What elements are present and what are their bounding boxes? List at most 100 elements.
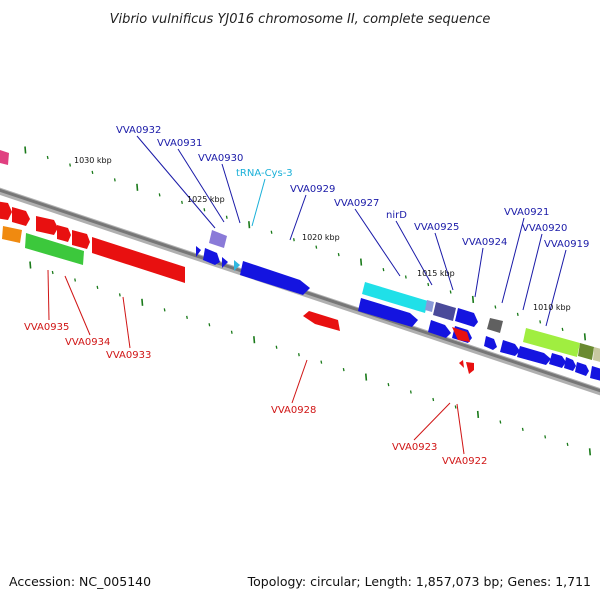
scale-tick: [539, 320, 542, 324]
scale-tick: [141, 298, 144, 306]
gene-label[interactable]: VVA0927: [334, 198, 379, 209]
gene-feature[interactable]: [0, 201, 12, 220]
gene-feature[interactable]: [12, 207, 30, 226]
scale-tick: [46, 155, 49, 160]
gene-feature[interactable]: [57, 225, 71, 242]
summary-text: Topology: circular; Length: 1,857,073 bp…: [247, 574, 591, 589]
gene-feature[interactable]: [425, 300, 434, 312]
gene-feature[interactable]: [593, 347, 600, 363]
callout-line: [354, 208, 401, 277]
gene-feature[interactable]: [455, 308, 478, 327]
gene-feature[interactable]: [466, 362, 474, 374]
gene-feature[interactable]: [358, 298, 418, 327]
gene-feature[interactable]: [240, 261, 310, 295]
scale-tick: [208, 323, 211, 327]
gene-feature[interactable]: [362, 282, 428, 313]
scale-label: 1025 kbp: [187, 195, 225, 204]
callout-line: [221, 163, 241, 224]
gene-label[interactable]: VVA0924: [462, 237, 507, 248]
scale-tick: [359, 258, 363, 266]
accession-text: Accession: NC_005140: [9, 574, 151, 589]
scale-tick: [203, 208, 206, 212]
gene-feature[interactable]: [452, 327, 470, 342]
scale-tick: [225, 215, 228, 219]
scale-tick: [118, 293, 121, 297]
gene-feature[interactable]: [523, 328, 580, 357]
gene-feature[interactable]: [428, 320, 451, 338]
scale-tick: [409, 390, 412, 394]
gene-feature[interactable]: [234, 260, 240, 271]
scale-tick: [337, 253, 340, 257]
gene-features: [0, 150, 600, 382]
gene-feature[interactable]: [575, 362, 589, 376]
gene-label[interactable]: VVA0929: [290, 184, 335, 195]
callout-line: [47, 269, 50, 321]
gene-feature[interactable]: [517, 346, 551, 365]
gene-label[interactable]: VVA0935: [24, 322, 69, 333]
gene-feature[interactable]: [484, 336, 497, 350]
scale-tick: [113, 178, 116, 182]
gene-feature[interactable]: [433, 302, 456, 321]
gene-label[interactable]: nirD: [386, 210, 407, 221]
scale-tick: [454, 405, 457, 409]
scale-tick: [24, 146, 27, 154]
gene-label[interactable]: VVA0923: [392, 442, 437, 453]
gene-feature[interactable]: [203, 248, 220, 265]
callout-line: [177, 148, 225, 223]
scale-tick: [270, 230, 273, 234]
gene-label[interactable]: VVA0932: [116, 125, 161, 136]
gene-feature[interactable]: [196, 246, 201, 257]
gene-label[interactable]: VVA0934: [65, 337, 110, 348]
gene-label[interactable]: VVA0922: [442, 456, 487, 467]
scale-tick: [248, 221, 251, 229]
scale-tick: [449, 290, 452, 294]
scale-tick: [583, 333, 587, 341]
scale-tick: [499, 420, 502, 424]
gene-label[interactable]: VVA0931: [157, 138, 202, 149]
scale-tick: [342, 368, 345, 372]
callout-line: [474, 247, 484, 298]
gene-label[interactable]: VVA0925: [414, 222, 459, 233]
callout-line: [291, 359, 308, 404]
scale-tick: [253, 336, 256, 344]
gene-feature[interactable]: [459, 360, 464, 368]
gene-feature[interactable]: [549, 353, 566, 368]
gene-label[interactable]: VVA0933: [106, 350, 151, 361]
gene-feature[interactable]: [500, 340, 520, 356]
gene-feature[interactable]: [209, 230, 227, 248]
gene-label[interactable]: VVA0919: [544, 239, 589, 250]
scale-ticks: [24, 146, 592, 456]
gene-feature[interactable]: [0, 150, 9, 165]
gene-label[interactable]: VVA0921: [504, 207, 549, 218]
scale-tick: [521, 427, 524, 432]
gene-feature[interactable]: [303, 311, 340, 331]
scale-label: 1015 kbp: [417, 269, 455, 278]
gene-feature[interactable]: [92, 237, 185, 283]
callout-line: [122, 296, 131, 349]
callout-line: [434, 232, 454, 291]
gene-label[interactable]: VVA0928: [271, 405, 316, 416]
callout-line: [413, 402, 451, 441]
gene-feature[interactable]: [487, 318, 503, 333]
scale-tick: [29, 261, 32, 269]
gene-feature[interactable]: [36, 216, 58, 235]
gene-label[interactable]: tRNA-Cys-3: [236, 168, 293, 179]
scale-label: 1030 kbp: [74, 156, 112, 165]
scale-tick: [427, 282, 430, 287]
callout-line: [545, 249, 567, 327]
scale-tick: [292, 238, 295, 242]
scale-tick: [471, 295, 475, 304]
gene-feature[interactable]: [2, 226, 22, 243]
gene-feature[interactable]: [564, 357, 576, 371]
scale-tick: [69, 163, 72, 167]
gene-feature[interactable]: [72, 230, 90, 249]
gene-label[interactable]: VVA0920: [522, 223, 567, 234]
gene-feature[interactable]: [222, 257, 228, 268]
gene-feature[interactable]: [25, 233, 84, 265]
gene-feature[interactable]: [578, 343, 594, 360]
gene-label[interactable]: VVA0930: [198, 153, 243, 164]
scale-tick: [163, 308, 166, 312]
scale-tick: [387, 382, 390, 387]
gene-feature[interactable]: [590, 366, 600, 382]
